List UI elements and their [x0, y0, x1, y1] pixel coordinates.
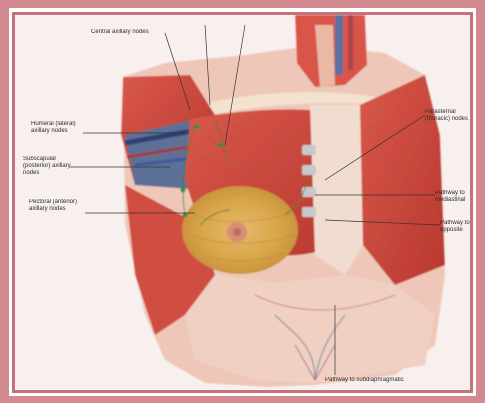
pectoralis-muscle-right [360, 75, 445, 285]
label-parasternal-thoracic-nodes: Parasternal (thoracic) nodes [425, 109, 469, 123]
nipple [233, 228, 241, 236]
label-pathway-subdiaphragmatic: Pathway to subdiaphragmatic [325, 377, 455, 384]
sternum [310, 105, 363, 275]
label-subscapular-posterior-axillary-nodes: Subscapular (posterior) axillary nodes [23, 156, 78, 177]
label-central-axillary-nodes: Central axillary nodes [91, 29, 181, 36]
anatomical-illustration: Central axillary nodes Humeral (lateral)… [15, 15, 470, 390]
label-pathway-opposite: Pathway to opposite [440, 220, 470, 234]
abdomen [185, 275, 435, 383]
label-pathway-mediastinal: Pathway to mediastinal [435, 190, 469, 204]
label-pectoral-anterior-axillary-nodes: Pectoral (anterior) axillary nodes [29, 199, 89, 213]
label-humeral-lateral-axillary-nodes: Humeral (lateral) axillary nodes [31, 121, 86, 135]
